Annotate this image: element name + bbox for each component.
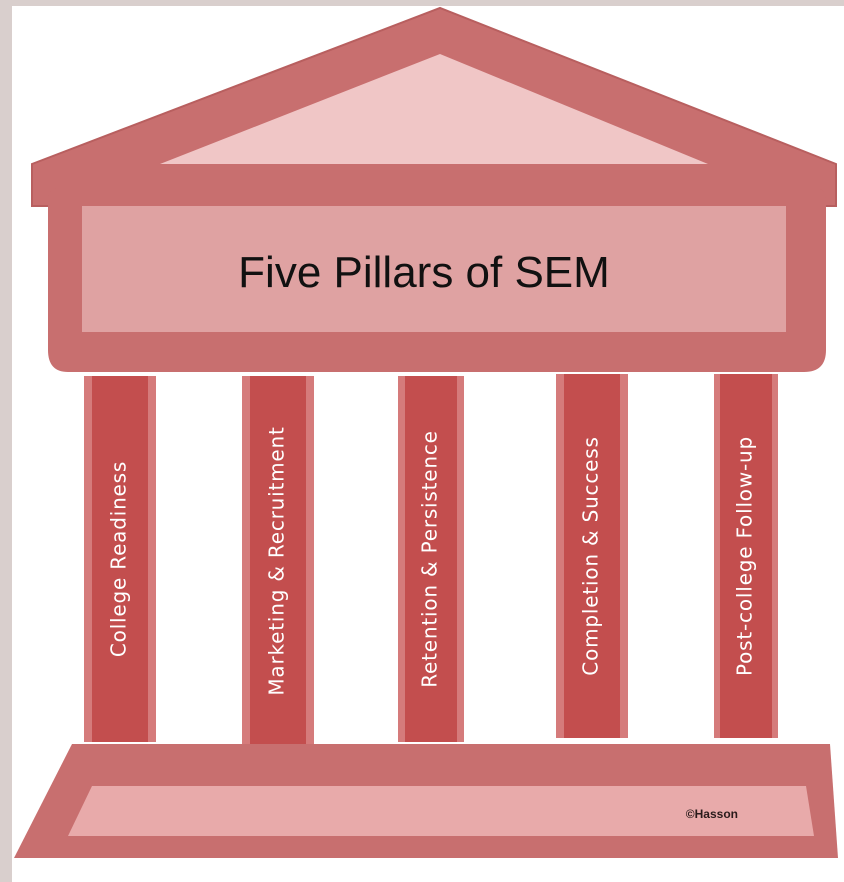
pillar-inner [720,374,772,738]
pillar-college-readiness: College Readiness [84,376,156,742]
pillar-label: Marketing & Recruitment [265,426,289,695]
pillar-label: Post-college Follow-up [733,436,757,676]
title-panel [82,206,786,332]
pillar-label: Completion & Success [579,436,603,675]
pillar-marketing-recruitment: Marketing & Recruitment [242,376,314,746]
pillar-retention-persistence: Retention & Persistence [398,376,464,742]
pillar-label: College Readiness [107,461,131,657]
pillar-inner [250,376,306,746]
copyright-label: ©Hasson [686,807,738,821]
pillar-inner [564,374,620,738]
title-text: Five Pillars of SEM [238,248,610,297]
pillar-post-college-follow-up: Post-college Follow-up [714,374,778,738]
pillar-inner [92,376,148,742]
pillar-inner [405,376,457,742]
pillar-completion-success: Completion & Success [556,374,628,738]
pillar-label: Retention & Persistence [418,430,442,688]
base-inner-panel [68,786,814,836]
roof-inner-triangle [160,54,708,164]
